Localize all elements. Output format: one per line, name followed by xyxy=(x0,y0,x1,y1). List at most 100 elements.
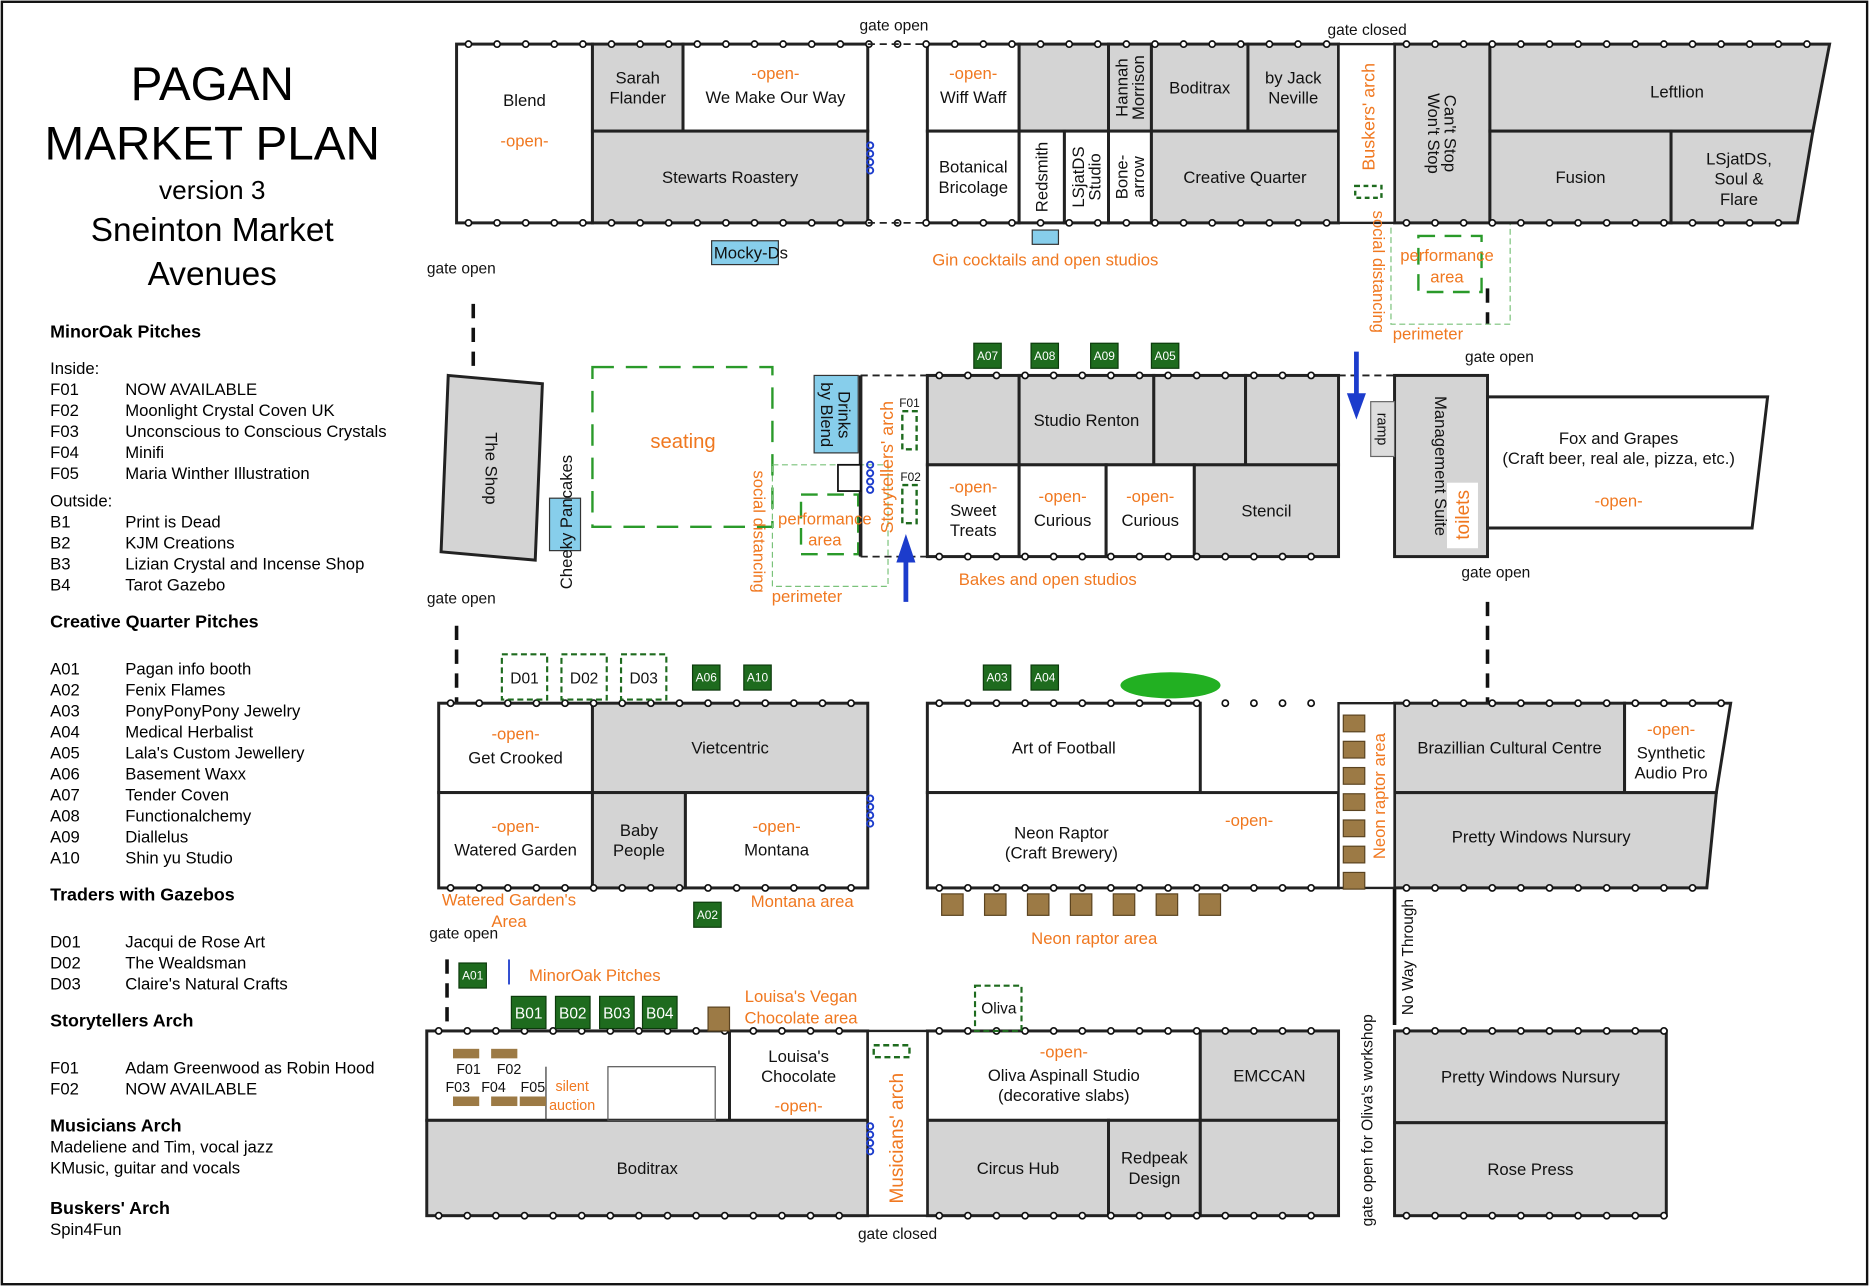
label-line: arrow xyxy=(1129,155,1148,198)
label-line: -open- xyxy=(949,64,997,83)
door-marker xyxy=(866,802,875,811)
label-line: Soul & xyxy=(1714,170,1763,189)
room-pretty1-label-text: Pretty Windows Nursury xyxy=(1452,828,1631,847)
wall-stud xyxy=(1459,40,1468,49)
wall-stud xyxy=(1774,40,1783,49)
wall-stud xyxy=(1021,552,1030,561)
storytellers-arch-label: Storytellers' arch xyxy=(877,401,897,533)
wall-stud xyxy=(963,1211,972,1220)
wall-stud xyxy=(963,1027,972,1035)
legend-name: Minifi xyxy=(125,443,164,462)
wall-stud xyxy=(578,218,587,227)
wall-stud xyxy=(549,1211,558,1220)
gate-label: gate open xyxy=(429,926,498,943)
inside-pitch-f03: F03 xyxy=(445,1080,470,1096)
room-creative-label: Creative Quarter xyxy=(1183,168,1307,187)
wall-stud xyxy=(1179,218,1188,227)
legend-name: NOW AVAILABLE xyxy=(125,1080,257,1099)
wall-stud xyxy=(1122,40,1131,49)
wall-stud xyxy=(1307,699,1316,708)
label-line: auction xyxy=(549,1098,595,1114)
label-line: Chocolate area xyxy=(744,1009,858,1028)
label-line: gate open xyxy=(1461,565,1530,582)
room-circus-label: Circus Hub xyxy=(977,1159,1059,1178)
room-crooked-status-text: -open- xyxy=(491,724,539,743)
wall-stud xyxy=(664,40,673,49)
label-line: B03 xyxy=(603,1005,631,1022)
wall-stud xyxy=(1221,699,1230,708)
wall-stud xyxy=(1459,699,1468,708)
label-line: A09 xyxy=(1094,349,1116,363)
arch-pitch-f01: F01 xyxy=(899,396,920,410)
wall-stud xyxy=(1307,371,1316,380)
label-line: Watered Garden xyxy=(454,841,577,860)
legend-name: Lizian Crystal and Incense Shop xyxy=(125,554,364,573)
perimeter-label-text: perimeter xyxy=(772,587,843,606)
room-jack xyxy=(1246,42,1341,133)
label-line: F05 xyxy=(521,1080,546,1096)
pitch-b03 xyxy=(598,995,635,1030)
wall-stud xyxy=(1631,1211,1640,1220)
wall-stud xyxy=(1688,218,1697,227)
room-unlabelled-g1 xyxy=(1017,42,1110,133)
label-line: Montana area xyxy=(751,892,855,911)
label-line: Studio xyxy=(1086,153,1105,200)
label-line: Hannah xyxy=(1112,58,1131,116)
label-line: Chocolate xyxy=(761,1067,836,1086)
room-wiff-status: -open- xyxy=(949,64,997,83)
door-marker xyxy=(866,1138,875,1148)
wall-stud xyxy=(1688,40,1697,49)
montana-area-label: Montana area xyxy=(751,892,855,911)
bakes-label-text: Bakes and open studios xyxy=(959,570,1137,589)
wall-stud xyxy=(778,1211,786,1220)
neon-raptor-area-label: Neon raptor area xyxy=(1031,929,1158,948)
legend-name: NOW AVAILABLE xyxy=(125,380,257,399)
seating-bench xyxy=(1069,893,1093,916)
legend-code: D01 xyxy=(50,933,81,952)
wall-stud xyxy=(1021,1027,1030,1035)
wall-stud xyxy=(1602,1211,1611,1220)
wall-stud xyxy=(1164,371,1173,380)
wall-stud xyxy=(589,883,598,892)
pitch-a04 xyxy=(1030,664,1060,691)
gate-label-text: gate open xyxy=(427,591,496,608)
label-line: -open- xyxy=(1039,487,1087,506)
pitch-a08-label-text: A08 xyxy=(1034,349,1056,363)
wall-stud xyxy=(779,218,788,227)
wall-stud xyxy=(550,40,559,49)
wall-stud xyxy=(1208,218,1217,227)
label-line: (decorative slabs) xyxy=(998,1086,1130,1105)
inside-pitch-f03-text: F03 xyxy=(445,1080,470,1096)
wall-stud xyxy=(1236,218,1245,227)
wall-stud xyxy=(836,218,845,227)
wall-stud xyxy=(464,218,473,227)
label-line: Oliva xyxy=(981,1001,1017,1018)
wall-stud xyxy=(1431,1027,1440,1035)
legend-name: Moonlight Crystal Coven UK xyxy=(125,401,334,420)
wall-stud xyxy=(1265,40,1274,49)
legend-code: F04 xyxy=(50,443,79,462)
door-marker xyxy=(866,819,875,828)
label-line: Botanical xyxy=(939,158,1008,177)
wall-stud xyxy=(935,883,944,892)
room-wemake-status: -open- xyxy=(751,64,799,83)
door-marker xyxy=(866,1130,875,1139)
wall-stud xyxy=(1459,1027,1468,1035)
wall-stud xyxy=(935,699,944,708)
wall-stud xyxy=(847,699,856,708)
distancing-perimeter xyxy=(771,464,889,587)
ramp-label-text: ramp xyxy=(1374,413,1390,446)
legend-code: A02 xyxy=(50,681,80,700)
wall-stud xyxy=(1631,1027,1640,1035)
wall-stud xyxy=(1164,1211,1173,1220)
wall-stud xyxy=(1265,218,1274,227)
label-line: social distancing xyxy=(749,470,768,592)
gate-label-text: gate open xyxy=(860,17,929,34)
label-line: Stencil xyxy=(1241,502,1291,521)
label-line: MinorOak Pitches xyxy=(529,966,661,985)
